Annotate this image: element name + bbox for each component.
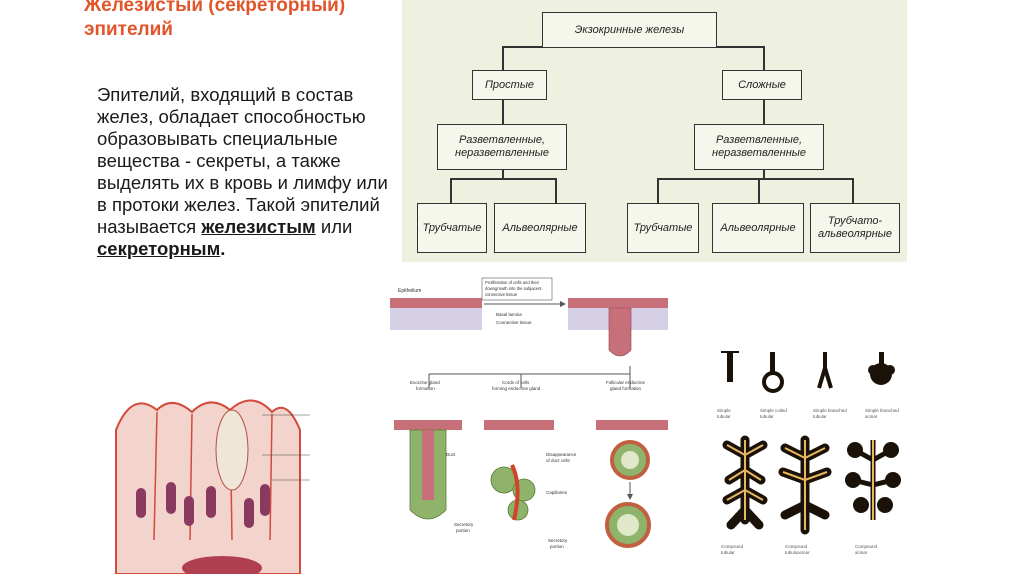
node-right-branched-line1: Разветвленные, (715, 134, 803, 146)
label-secretory1-2: portion (456, 528, 470, 533)
leaf-tubuloalveolar: Трубчато- альвеолярные (810, 203, 900, 253)
label-disappear-2: of duct cells (546, 458, 571, 463)
node-complex: Сложные (722, 70, 802, 100)
label-disappear-1: Disappearance (546, 452, 577, 457)
leaf-tubular-2: Трубчатые (627, 203, 699, 253)
label-connective: Connective tissue (496, 320, 532, 325)
note-line1: Proliferation of cells and their (485, 280, 540, 285)
note-line2: downgrowth into the subjacent (485, 286, 542, 291)
leaf-tubuloalveolar-line1: Трубчато- (827, 215, 883, 227)
connective-strip (390, 308, 482, 330)
gland-l2-2: tubular (760, 414, 774, 419)
leaf-alveolar-2: Альвеолярные (712, 203, 804, 253)
note-line3: connective tissue (485, 292, 518, 297)
gland-l3-2: tubular (813, 414, 827, 419)
label-duct: Duct (446, 452, 456, 457)
body-between: или (315, 216, 353, 237)
term-glandular: железистым (201, 216, 316, 237)
leaf-tubuloalveolar-line2: альвеолярные (818, 228, 892, 240)
gland-development-figure: Epithelium Proliferation of cells and th… (390, 277, 668, 549)
compound-tubuloacinar-shape (778, 435, 832, 535)
gland-l6-2: tubuloacinar (785, 550, 810, 555)
node-left-branched-line1: Разветвленные, (458, 134, 546, 146)
epithelium-cells-illustration (115, 399, 310, 574)
gland-l1-2: tubular (717, 414, 731, 419)
gland-l6-1: Compound (785, 544, 808, 549)
compound-acinar-shape (845, 440, 901, 520)
slide-title: Железистый (секреторный) эпителий (84, 0, 346, 40)
label-secretory2-1: Secretory (548, 538, 568, 543)
node-exocrine: Экзокринные железы (542, 12, 717, 48)
label-capillaries: Capillaries (546, 490, 568, 495)
gland-l3-1: Simple branched (813, 408, 847, 413)
gland-types-figure: Simple tubular Simple coiled tubular Sim… (717, 351, 901, 555)
goblet-cell (215, 409, 249, 491)
capillary-red (510, 464, 520, 521)
label-exo-2: formation (416, 386, 435, 391)
epithelium-strip (390, 298, 482, 308)
gland-l4-1: Simple branched (865, 408, 899, 413)
label-secretory2-2: portion (550, 544, 564, 549)
term-secretory: секреторным (97, 238, 221, 259)
gland-l5-2: tubular (721, 550, 735, 555)
compound-tubular-shape (722, 435, 768, 530)
label-secretory1-1: Secretory (454, 522, 474, 527)
classification-diagram: Экзокринные железы Простые Сложные Разве… (402, 0, 907, 262)
gland-l2-1: Simple coiled (760, 408, 787, 413)
leaf-alveolar-1: Альвеолярные (494, 203, 586, 253)
body-end: . (220, 238, 226, 259)
label-cords-2: forming endocrine gland (492, 386, 541, 391)
label-follicular-1: Follicular endocrine (606, 380, 646, 385)
node-left-branched: Разветвленные, неразветвленные (437, 124, 567, 170)
leaf-tubular-1: Трубчатые (417, 203, 487, 253)
slide-body-text: Эпителий, входящий в состав желез, облад… (97, 84, 397, 260)
label-cords-1: Cords of cells (502, 380, 530, 385)
gland-l5-1: Compound (721, 544, 744, 549)
label-exo-1: Exocrine gland (410, 380, 440, 385)
body-intro: Эпителий, входящий в состав желез, облад… (97, 84, 388, 237)
node-left-branched-line2: неразветвленные (455, 147, 549, 159)
label-basal: Basal lamina (496, 312, 522, 317)
gland-l7-1: Compound (855, 544, 878, 549)
label-epithelium: Epithelium (398, 288, 421, 294)
node-right-branched-line2: неразветвленные (712, 147, 806, 159)
gland-l1-1: Simple (717, 408, 731, 413)
node-simple: Простые (472, 70, 547, 100)
node-right-branched: Разветвленные, неразветвленные (694, 124, 824, 170)
label-follicular-2: gland formation (610, 386, 642, 391)
gland-l7-2: acinar (855, 550, 868, 555)
basal-layer (182, 556, 262, 574)
gland-l4-2: acinar (865, 414, 878, 419)
cell-nuclei (136, 482, 270, 528)
downgrowth (608, 307, 632, 357)
